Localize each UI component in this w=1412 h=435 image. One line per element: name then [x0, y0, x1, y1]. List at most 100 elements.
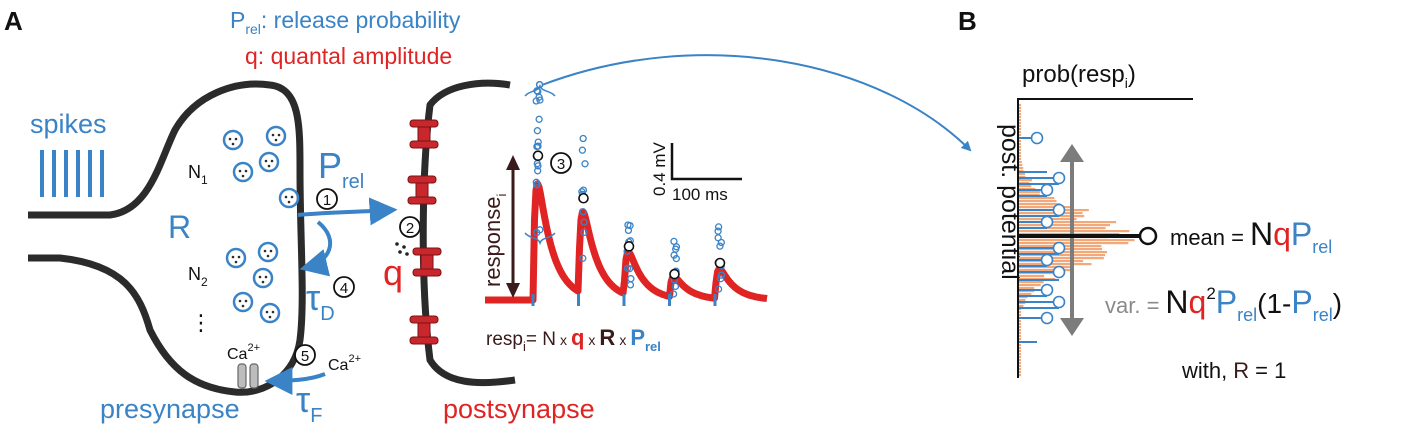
histogram-bar — [1019, 227, 1106, 230]
scale-bar — [670, 143, 742, 181]
step-2-number: 2 — [406, 220, 414, 237]
with-r-equals-one: with,R= 1 — [1181, 358, 1286, 383]
trial-point — [672, 254, 680, 263]
histogram-bar — [1019, 362, 1021, 365]
link-arrow — [541, 54, 972, 152]
calcium-influx-arrow — [264, 366, 326, 395]
histogram-bar — [1019, 293, 1032, 296]
step-1-marker — [316, 188, 338, 210]
trial-point — [534, 138, 542, 146]
trial-point — [624, 226, 633, 235]
q-label: q — [383, 252, 403, 293]
variance-equation: var. =Nq2Prel(1-Prel) — [1105, 284, 1342, 325]
histogram-bar — [1019, 158, 1021, 161]
response-label: responsei — [480, 193, 509, 287]
histogram-bar — [1019, 221, 1117, 224]
response-mean-point-2 — [578, 192, 589, 204]
postsynaptic-receptors — [407, 119, 442, 345]
trial-point — [714, 223, 723, 231]
trial-stem-marker — [1052, 265, 1066, 279]
vesicle-contents — [228, 133, 294, 319]
step-5-number: 5 — [301, 348, 309, 365]
trial-stem-marker — [1040, 183, 1054, 197]
histogram-bar — [1019, 152, 1021, 155]
histogram-bar — [1019, 179, 1032, 182]
histogram-bar — [1019, 110, 1021, 113]
histogram-bar — [1019, 299, 1026, 302]
trial-point — [533, 142, 541, 151]
step-3-marker — [550, 152, 572, 174]
histogram-bar — [1019, 371, 1021, 374]
histogram-bar — [1019, 173, 1026, 176]
legend-prel: Prel: release probability — [230, 7, 461, 37]
histogram-bar — [1019, 347, 1021, 350]
histogram-bar — [1019, 305, 1024, 308]
histogram-bar — [1019, 116, 1021, 119]
histogram-bar — [1019, 275, 1045, 278]
histogram-bar — [1019, 365, 1021, 368]
response-mean-point-1 — [532, 150, 544, 161]
histogram-bar — [1019, 332, 1021, 335]
trial-point — [672, 245, 680, 253]
histogram-bar — [1019, 329, 1021, 332]
histogram-bar — [1019, 272, 1057, 275]
histogram-bar — [1019, 284, 1041, 287]
panel-label-b: B — [958, 6, 977, 36]
histogram-bar — [1019, 185, 1032, 188]
panel-label-a: A — [4, 6, 23, 36]
histogram-bar — [1019, 374, 1021, 377]
trial-point — [580, 228, 588, 237]
release-arrow — [297, 197, 398, 226]
trial-point — [669, 290, 678, 298]
histogram-bar — [1019, 191, 1041, 194]
histogram-bar — [1019, 131, 1021, 134]
histogram-bar — [1019, 122, 1021, 125]
histogram-bar — [1019, 368, 1021, 371]
trial-stem-marker — [1030, 131, 1044, 145]
histogram-bar — [1019, 254, 1106, 257]
trial-point — [714, 227, 722, 235]
calcium-channel — [237, 363, 259, 389]
histogram-bar — [1019, 224, 1110, 227]
scale-time-label: 100 ms — [672, 185, 728, 204]
histogram-bar — [1019, 320, 1021, 323]
trial-point — [580, 218, 588, 226]
histogram-bar — [1019, 140, 1021, 143]
trial-point — [535, 115, 543, 123]
trial-point — [579, 208, 587, 216]
histogram-bar — [1019, 308, 1022, 311]
histogram-bar — [1019, 164, 1023, 167]
step-4-marker — [333, 276, 355, 298]
histogram-bar — [1019, 125, 1021, 128]
response-mean-point-3 — [623, 241, 635, 252]
step-5-marker — [294, 344, 316, 366]
trial-point — [578, 146, 587, 154]
trial-stem-marker — [1040, 253, 1054, 267]
histogram-bar — [1019, 146, 1021, 149]
histogram-bar — [1019, 239, 1135, 242]
histogram-bar — [1019, 128, 1021, 131]
histogram-bar — [1019, 311, 1021, 314]
trial-point — [533, 181, 541, 189]
variance-arrow — [1060, 144, 1084, 336]
histogram-bar — [1019, 155, 1021, 158]
trial-point — [579, 254, 587, 262]
histogram-bar — [1019, 149, 1021, 152]
histogram-bar — [1019, 344, 1021, 347]
histogram-bar — [1019, 119, 1021, 122]
trial-point — [579, 134, 587, 143]
histogram-bar — [1019, 266, 1074, 269]
histogram-bar — [1019, 338, 1021, 341]
spikes-label: spikes — [30, 109, 107, 139]
tau-f-label: τF — [296, 379, 322, 427]
amplitude-histogram — [1019, 104, 1135, 377]
histogram-bar — [1019, 167, 1024, 170]
tau-d-label: τD — [306, 277, 335, 325]
histogram-bar — [1019, 287, 1035, 290]
histogram-bar — [1019, 335, 1021, 338]
histogram-bar — [1019, 302, 1026, 305]
step-3-number: 3 — [557, 156, 565, 173]
histogram-bar — [1019, 104, 1021, 107]
